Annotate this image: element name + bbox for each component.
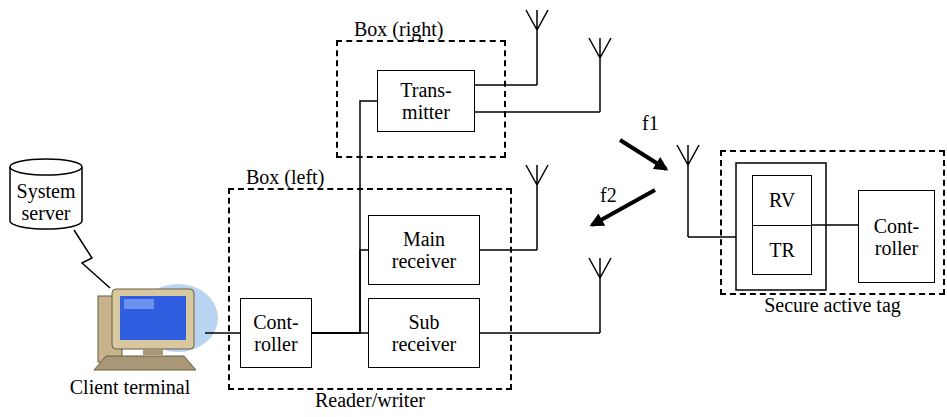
housing-box: Box (right)Trans- mitter	[336, 40, 506, 158]
connector-line	[312, 332, 368, 334]
node-text: RV	[753, 176, 811, 226]
antenna-wire	[475, 84, 537, 86]
antenna-wire	[688, 236, 736, 238]
connector-line	[205, 332, 240, 334]
box-heading: Reader/writer	[230, 389, 510, 411]
node-text: Cont- roller	[251, 311, 301, 355]
connector-line	[312, 250, 368, 333]
box-heading: Box (right)	[354, 18, 443, 40]
keyboard	[94, 356, 196, 370]
antenna-wire	[475, 111, 600, 113]
client-terminal: Client terminal	[55, 288, 205, 400]
process-box: Cont- roller	[858, 190, 935, 283]
connector-line	[812, 224, 858, 226]
signal-arrow	[620, 140, 666, 169]
computer-icon	[94, 284, 218, 370]
process-box: Trans- mitter	[377, 70, 475, 132]
cylinder-top	[10, 159, 82, 175]
node-text: Client terminal	[70, 376, 191, 400]
tag-housing: Secure active tagRVTRCont- roller	[720, 150, 945, 295]
signal-label: f1	[640, 112, 661, 134]
antenna-symbol	[589, 258, 611, 333]
antenna-symbol	[677, 145, 699, 237]
monitor-stand	[143, 349, 163, 355]
process-box: Cont- roller	[240, 298, 312, 368]
antenna-symbol	[526, 10, 548, 85]
signal-label: f2	[598, 184, 619, 206]
antenna-symbol	[589, 38, 611, 112]
screen-highlight	[124, 299, 154, 309]
node-text: Sub receiver	[379, 311, 469, 355]
antenna-symbol	[526, 165, 548, 250]
node-text: System server	[8, 180, 84, 224]
box-heading: Box (left)	[246, 166, 324, 188]
monitor-screen	[120, 296, 186, 340]
process-box: Sub receiver	[368, 298, 480, 368]
process-box: Main receiver	[368, 215, 480, 285]
housing-box: Box (left)Reader/writerMain receiverCont…	[228, 188, 512, 390]
antenna-wire	[480, 332, 600, 334]
node-text: Trans- mitter	[388, 79, 464, 123]
wireless-link	[74, 230, 110, 288]
rv-tr-box: RVTR	[752, 175, 812, 275]
node-text: Main receiver	[379, 228, 469, 272]
monitor	[112, 289, 194, 349]
server-cylinder: System server	[8, 158, 84, 230]
box-heading: Secure active tag	[722, 294, 943, 316]
node-text: TR	[753, 226, 811, 275]
node-text: Cont- roller	[869, 215, 924, 259]
antenna-wire	[480, 249, 537, 251]
module-frame	[736, 163, 826, 290]
